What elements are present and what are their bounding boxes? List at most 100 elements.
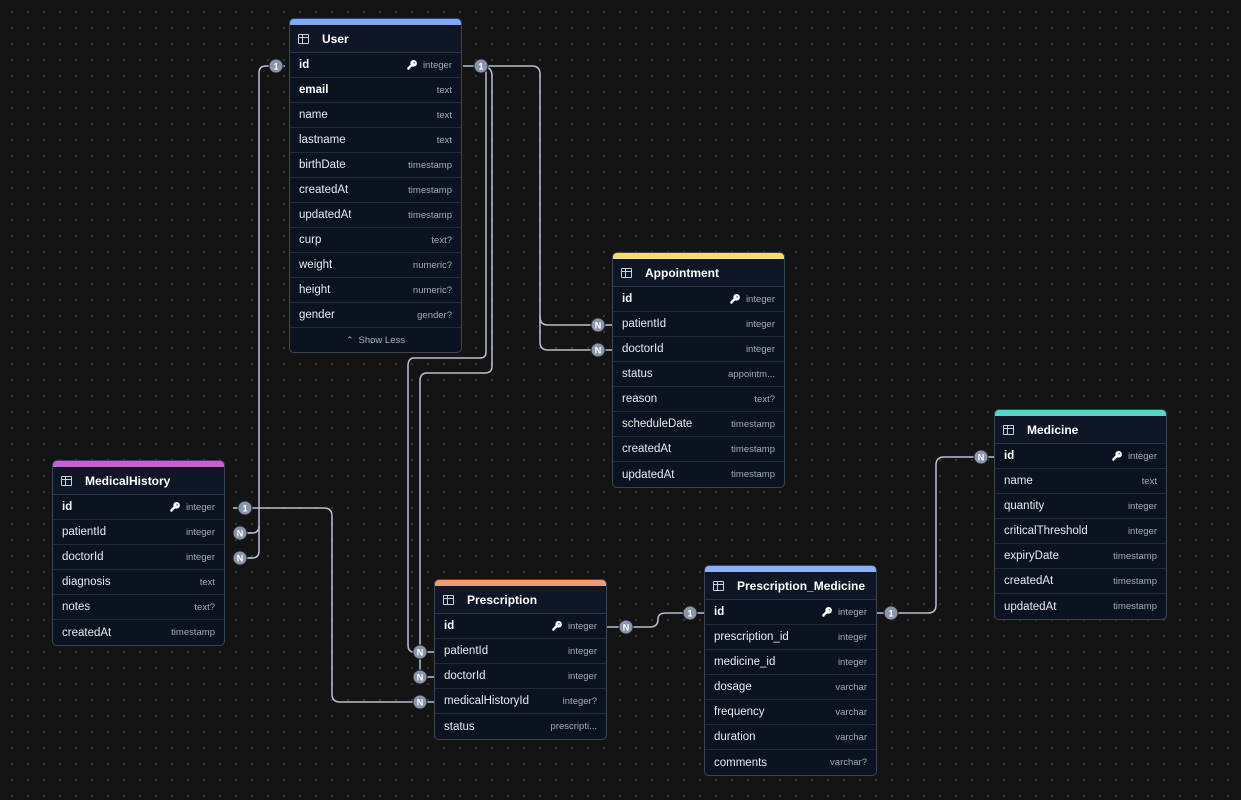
- column-type-group: text: [437, 110, 452, 121]
- edge-user-appointment-doctor[interactable]: [539, 317, 598, 351]
- column-name: weight: [299, 259, 333, 271]
- cardinality-badge-appointment-doctor: N: [590, 342, 606, 358]
- column-name: diagnosis: [62, 576, 111, 588]
- column-type: text: [199, 576, 215, 588]
- column-type-group: integer: [1128, 501, 1157, 512]
- edge-medicalhistory-prescription[interactable]: [245, 507, 420, 703]
- table-header[interactable]: Appointment: [613, 259, 784, 287]
- column-type: timestamp: [731, 469, 775, 480]
- column-name: id: [714, 606, 725, 618]
- column-type: text: [436, 84, 452, 96]
- column-type-group: varchar: [835, 682, 867, 693]
- column-type: timestamp: [408, 209, 452, 221]
- edge-prescriptionmedicine-medicine[interactable]: [891, 456, 981, 614]
- column-type-group: text: [200, 577, 215, 588]
- show-less-button[interactable]: ⌃Show Less: [290, 328, 461, 352]
- column-row-diagnosis[interactable]: diagnosis text: [53, 570, 224, 595]
- column-type: integer: [745, 343, 775, 355]
- key-icon: 🔑: [551, 620, 563, 631]
- column-type-group: numeric?: [413, 260, 452, 271]
- table-color-bar: [995, 410, 1166, 416]
- column-row-id[interactable]: id🔑integer: [53, 495, 224, 520]
- table-header[interactable]: Prescription: [435, 586, 606, 614]
- column-row-id[interactable]: id🔑integer: [290, 53, 461, 78]
- column-name: patientId: [622, 318, 667, 330]
- table-header[interactable]: MedicalHistory: [53, 467, 224, 495]
- column-name: createdAt: [622, 443, 672, 455]
- table-header[interactable]: Medicine: [995, 416, 1166, 444]
- cardinality-badge-prescription-patient: N: [412, 644, 428, 660]
- column-row-id[interactable]: id 🔑integer: [705, 600, 876, 625]
- table-color-bar: [53, 461, 224, 467]
- column-row-id[interactable]: id🔑integer: [435, 614, 606, 639]
- column-type-group: 🔑integer: [730, 294, 775, 305]
- table-header[interactable]: User: [290, 25, 461, 53]
- column-row-weight[interactable]: weight numeric?: [290, 253, 461, 278]
- column-type: timestamp: [408, 159, 452, 171]
- column-row-updatedat[interactable]: updatedAt timestamp: [290, 203, 461, 228]
- svg-text:1: 1: [273, 62, 278, 72]
- column-row-id[interactable]: id🔑integer: [613, 287, 784, 312]
- table-title: Medicine: [1027, 422, 1079, 437]
- edge-user-appointment-patient[interactable]: [481, 65, 598, 326]
- column-type-group: integer?: [563, 696, 597, 707]
- table-header[interactable]: Prescription_Medicine: [705, 572, 876, 600]
- column-name: medicine_id: [714, 656, 776, 668]
- column-type: integer: [1127, 500, 1157, 512]
- column-type-group: 🔑integer: [822, 607, 867, 618]
- table-grid-icon: [61, 475, 72, 486]
- cardinality-badge-medicine-id: N: [973, 449, 989, 465]
- svg-text:1: 1: [478, 62, 483, 72]
- svg-text:N: N: [417, 673, 424, 683]
- column-name: comments: [714, 756, 768, 769]
- edge-prescriptionmedicine-prescription[interactable]: [626, 612, 690, 628]
- edge-user-medicalhistory-patient[interactable]: [240, 65, 285, 534]
- column-row-id[interactable]: id🔑integer: [995, 444, 1166, 469]
- column-type-group: integer: [186, 552, 215, 563]
- column-name: updatedAt: [299, 209, 352, 221]
- edge-user-medicalhistory-doctor[interactable]: [240, 526, 260, 559]
- column-type: integer: [185, 526, 215, 538]
